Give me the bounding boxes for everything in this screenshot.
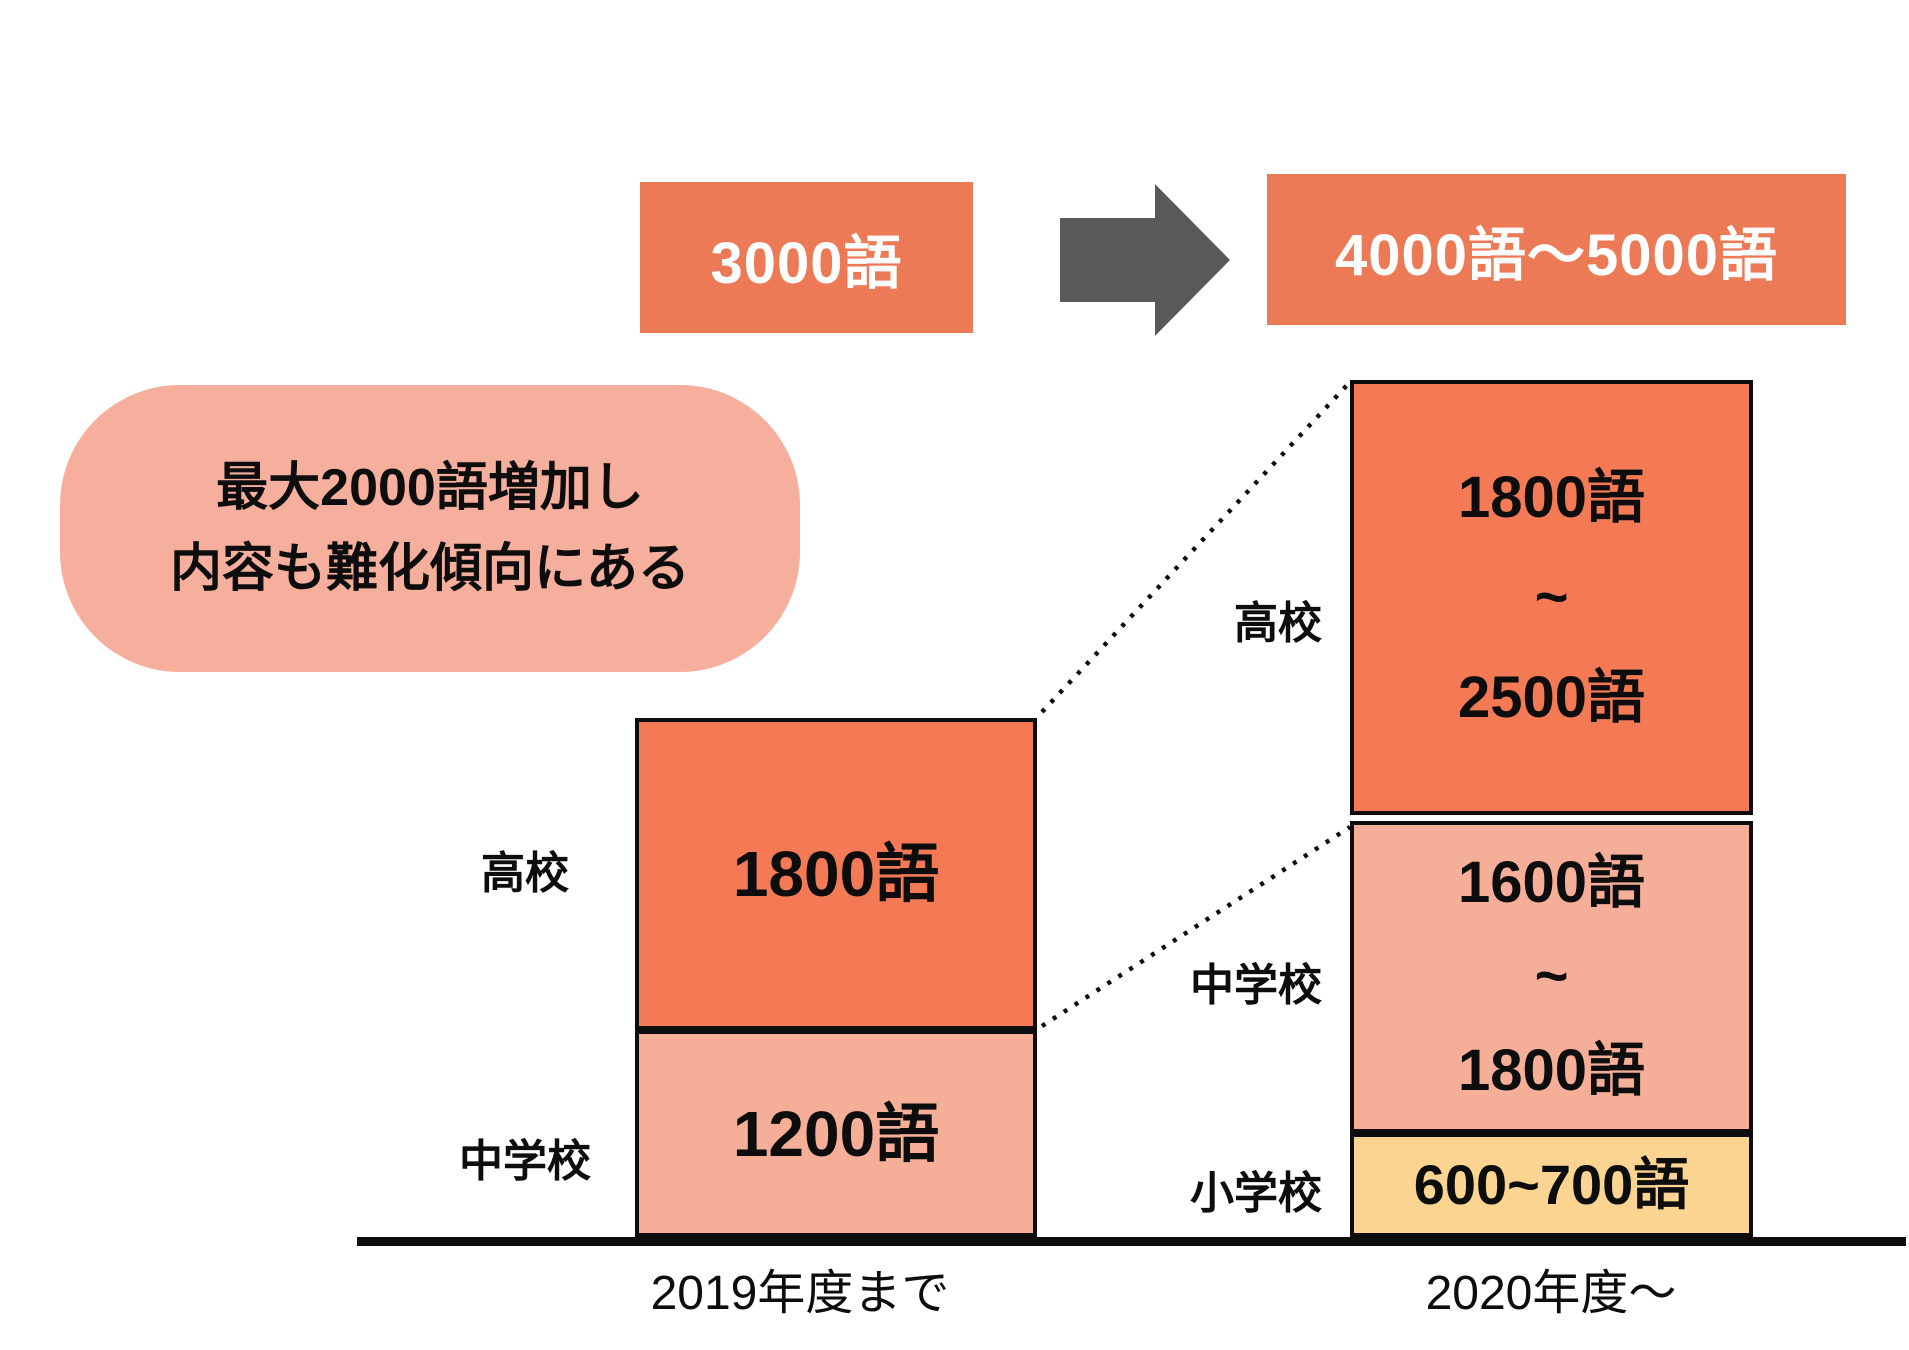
label-2019-juniorhigh: 中学校 [459,1137,591,1186]
callout-bubble: 最大2000語増加し 内容も難化傾向にある [60,385,800,672]
arrow-right-shape [1060,184,1230,336]
label-2020-juniorhigh: 中学校 [1190,961,1322,1010]
label-2020-elementary: 小学校 [1190,1169,1322,1218]
label-2020-highschool: 高校 [1234,599,1322,648]
bar-2020-juniorhigh-line1: 1600語 [1457,850,1646,915]
bar-2020-juniorhigh-segment: 1600語 ~ 1800語 [1350,821,1753,1133]
axis-label-2019: 2019年度まで [650,1267,950,1320]
bar-2020-highschool-tilde: ~ [1534,564,1569,630]
bar-2019-highschool-segment: 1800語 [635,718,1037,1030]
total-after-value: 4000語〜5000語 [1334,222,1779,288]
axis-label-2020: 2020年度〜 [1425,1267,1677,1320]
bar-2019-juniorhigh-value: 1200語 [732,1097,940,1170]
bar-2020-elementary-segment: 600~700語 [1350,1133,1753,1237]
label-2019-highschool: 高校 [481,849,569,898]
callout-line-2: 内容も難化傾向にある [169,539,690,598]
arrow-right-icon [1060,180,1230,340]
bar-2020-juniorhigh-line3: 1800語 [1457,1038,1646,1103]
bar-2020-highschool-line3: 2500語 [1457,664,1646,730]
bar-2020-highschool-segment: 1800語 ~ 2500語 [1350,380,1753,815]
total-before-box: 3000語 [640,182,973,333]
bar-2020-juniorhigh-tilde: ~ [1534,944,1569,1009]
total-after-box: 4000語〜5000語 [1267,174,1846,325]
bar-2020-highschool-line1: 1800語 [1457,464,1646,530]
callout-line-1: 最大2000語増加し [216,458,644,517]
connector-high-segment [1040,380,1352,714]
x-axis-baseline [357,1237,1906,1246]
bar-2019-highschool-value: 1800語 [732,838,940,910]
total-before-value: 3000語 [710,230,903,296]
bar-2019-juniorhigh-segment: 1200語 [635,1030,1037,1237]
bar-2020-elementary-value: 600~700語 [1413,1153,1690,1216]
